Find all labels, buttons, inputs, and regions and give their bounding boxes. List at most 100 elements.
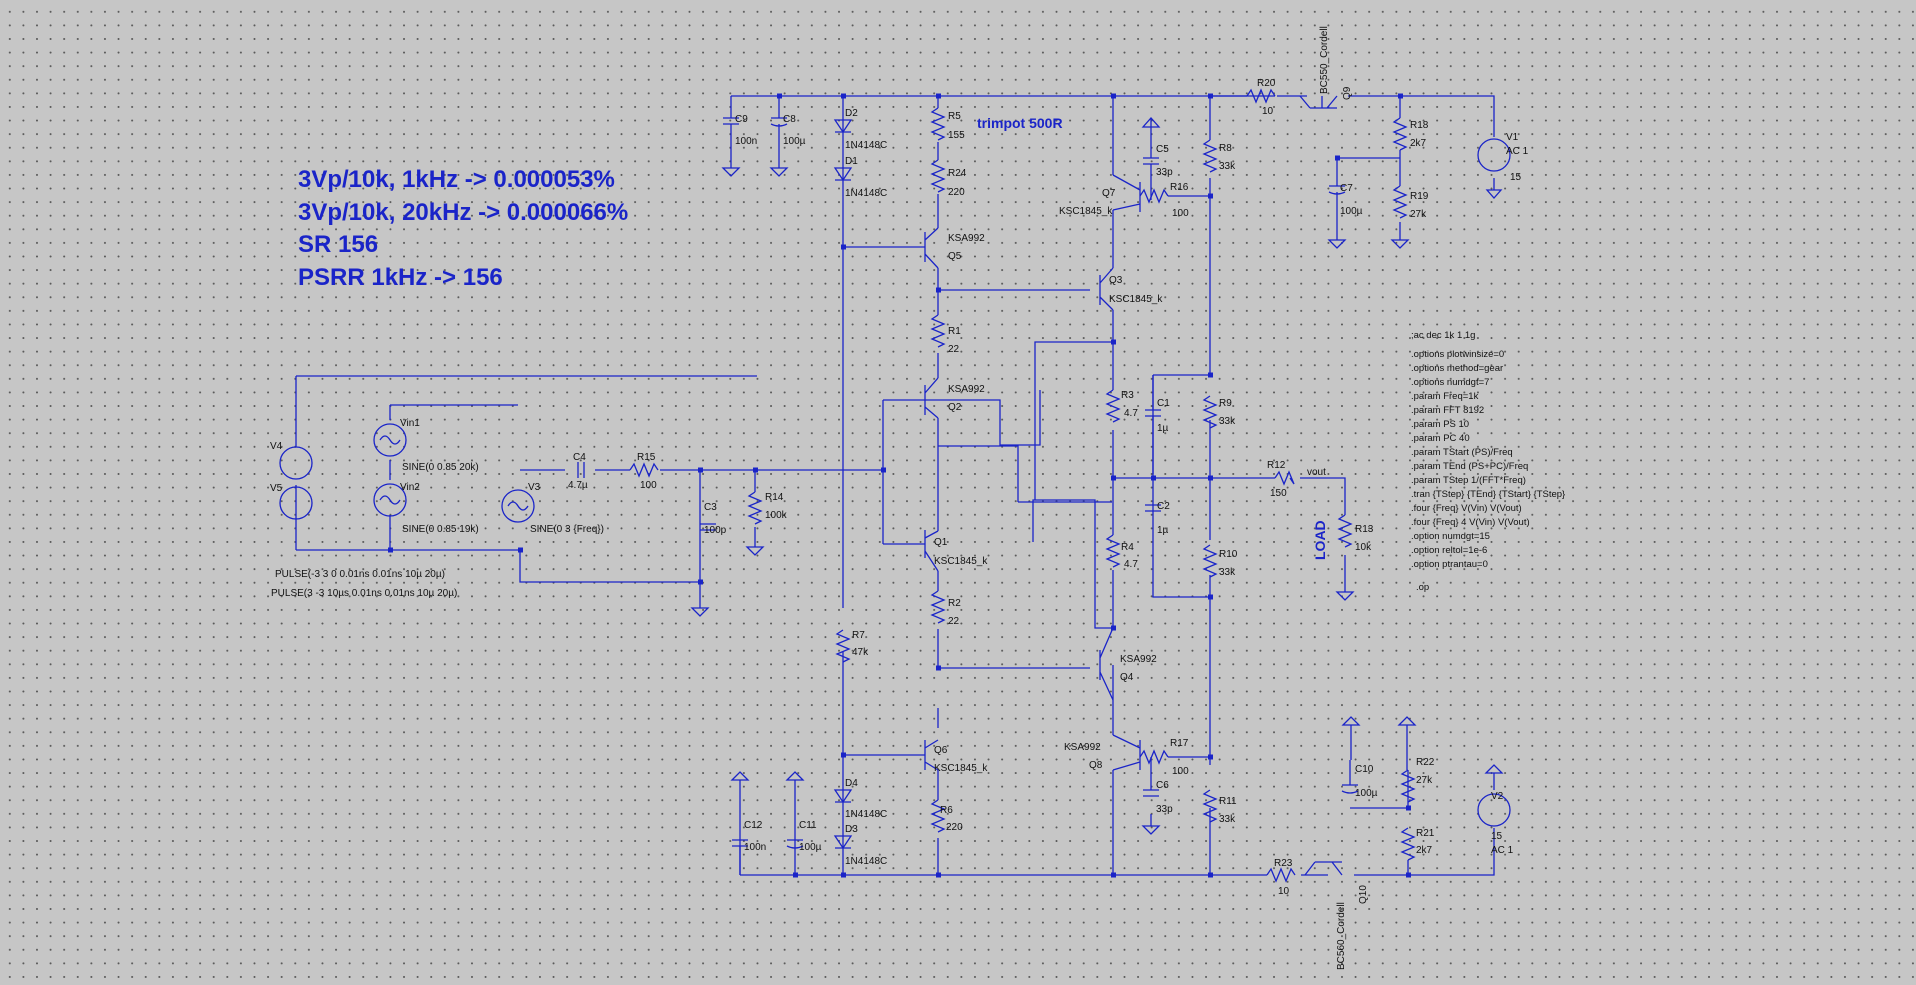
diode-value[interactable]: 1N4148C: [845, 856, 887, 867]
resistor-name[interactable]: R11: [1219, 796, 1237, 807]
transistor-model[interactable]: KSA992: [948, 384, 985, 395]
resistor-value[interactable]: 155: [948, 130, 965, 141]
resistor-name[interactable]: R5: [948, 111, 961, 122]
directive-line[interactable]: .param FFT 8192: [1411, 405, 1484, 416]
resistor-name[interactable]: R3: [1121, 390, 1134, 401]
resistor-name[interactable]: R9: [1219, 398, 1232, 409]
source-name[interactable]: Vin1: [400, 418, 420, 429]
capacitor-name[interactable]: C1: [1157, 398, 1170, 409]
capacitor-value[interactable]: 100µ: [1340, 206, 1363, 217]
resistor-name[interactable]: R8: [1219, 143, 1232, 154]
transistor-name[interactable]: Q9: [1342, 86, 1353, 100]
resistor-value[interactable]: 33k: [1219, 814, 1236, 825]
resistor-value[interactable]: 2k7: [1410, 138, 1427, 149]
source-value[interactable]: PULSE(-3 3 0 0.01ns 0.01ns 10µ 20µ): [275, 569, 445, 580]
resistor-name[interactable]: R23: [1274, 858, 1293, 869]
resistor-value[interactable]: 220: [948, 187, 965, 198]
resistor-name[interactable]: R4: [1121, 542, 1134, 553]
directive-line[interactable]: .param TEnd (PS+PC)/Freq: [1411, 461, 1528, 472]
diode-name[interactable]: D3: [845, 824, 858, 835]
transistor-name[interactable]: Q5: [948, 251, 962, 262]
transistor-model[interactable]: KSC1845_k: [934, 763, 988, 774]
directive-line[interactable]: .param PC 40: [1411, 433, 1470, 444]
resistor-value[interactable]: 22: [948, 344, 960, 355]
resistor-value[interactable]: 4.7: [1124, 559, 1138, 570]
diode-name[interactable]: D2: [845, 108, 858, 119]
resistor-name[interactable]: R22: [1416, 757, 1435, 768]
capacitor-name[interactable]: C4: [573, 452, 586, 463]
resistor-name[interactable]: R10: [1219, 549, 1238, 560]
capacitor-name[interactable]: C12: [744, 820, 763, 831]
transistor-name[interactable]: Q4: [1120, 672, 1134, 683]
capacitor-name[interactable]: C6: [1156, 780, 1169, 791]
source-value[interactable]: SINE(0 0.85 20k): [402, 462, 479, 473]
resistor-value[interactable]: 150: [1270, 488, 1287, 499]
resistor-value[interactable]: 10: [1262, 106, 1274, 117]
capacitor-value[interactable]: 100µ: [1355, 788, 1378, 799]
resistor-name[interactable]: R6: [940, 805, 953, 816]
source-name[interactable]: Vin2: [400, 482, 420, 493]
directive-line[interactable]: .param TStep 1/(FFT*Freq): [1411, 475, 1526, 486]
source-name[interactable]: V4: [270, 441, 283, 452]
source-value[interactable]: 15: [1491, 831, 1503, 842]
spice-directives[interactable]: ;ac dec 1k 1 1g .options plotwinsize=0 .…: [1411, 330, 1565, 593]
capacitor-value[interactable]: 100n: [735, 136, 757, 147]
capacitor-name[interactable]: C9: [735, 114, 748, 125]
capacitor-name[interactable]: C7: [1340, 183, 1353, 194]
resistor-name[interactable]: R13: [1355, 524, 1374, 535]
resistor-name[interactable]: R18: [1410, 120, 1429, 131]
source-name[interactable]: V3: [528, 482, 541, 493]
resistor-value[interactable]: 100: [1172, 208, 1189, 219]
resistor-value[interactable]: 22: [948, 616, 960, 627]
transistor-model[interactable]: BC560_Cordell: [1336, 902, 1347, 970]
resistor-name[interactable]: R17: [1170, 738, 1189, 749]
source-name[interactable]: V1: [1506, 132, 1519, 143]
directive-line[interactable]: .four {Freq} 4 V(Vin) V(Vout): [1411, 517, 1530, 528]
diode-value[interactable]: 1N4148C: [845, 809, 887, 820]
resistor-value[interactable]: 27k: [1416, 775, 1433, 786]
directive-line[interactable]: .options method=gear: [1411, 363, 1503, 374]
resistor-name[interactable]: R14: [765, 492, 784, 503]
transistor-name[interactable]: Q10: [1358, 885, 1369, 904]
capacitor-value[interactable]: 100µ: [799, 842, 822, 853]
directive-line[interactable]: ;ac dec 1k 1 1g: [1411, 330, 1475, 341]
capacitor-name[interactable]: C10: [1355, 764, 1374, 775]
transistor-name[interactable]: Q8: [1089, 760, 1103, 771]
transistor-name[interactable]: Q3: [1109, 275, 1123, 286]
capacitor-value[interactable]: 100n: [744, 842, 766, 853]
directive-line[interactable]: .option reltol=1e-6: [1411, 545, 1487, 556]
resistor-name[interactable]: R21: [1416, 828, 1435, 839]
resistor-name[interactable]: R24: [948, 168, 967, 179]
source-value[interactable]: SINE(0 3 {Freq}): [530, 524, 604, 535]
directive-line[interactable]: .op: [1416, 582, 1429, 593]
directive-line[interactable]: .four {Freq} V(Vin) V(Vout): [1411, 503, 1522, 514]
resistor-value[interactable]: 100: [640, 480, 657, 491]
resistor-name[interactable]: R15: [637, 452, 656, 463]
transistor-model[interactable]: KSC1845_k: [1059, 206, 1113, 217]
directive-line[interactable]: .options numdgt=7: [1411, 377, 1489, 388]
resistor-name[interactable]: R16: [1170, 182, 1189, 193]
transistor-model[interactable]: BC550_Cordell: [1319, 26, 1330, 94]
capacitor-value[interactable]: 100µ: [783, 136, 806, 147]
source-value[interactable]: SINE(0 0.85 19k): [402, 524, 479, 535]
resistor-value[interactable]: 100: [1172, 766, 1189, 777]
source-value[interactable]: PULSE(3 -3 10µs 0.01ns 0.01ns 10µ 20µ): [271, 588, 457, 599]
resistor-name[interactable]: R7: [852, 630, 865, 641]
directive-line[interactable]: .tran {TStep} {TEnd} {TStart} {TStep}: [1411, 489, 1565, 500]
resistor-value[interactable]: 33k: [1219, 161, 1236, 172]
capacitor-value[interactable]: 33p: [1156, 804, 1173, 815]
transistor-model[interactable]: KSA992: [1120, 654, 1157, 665]
directive-line[interactable]: .options plotwinsize=0: [1411, 349, 1504, 360]
resistor-value[interactable]: 4.7: [1124, 408, 1138, 419]
resistor-name[interactable]: R2: [948, 598, 961, 609]
capacitor-value[interactable]: 4.7µ: [568, 480, 588, 491]
transistor-model[interactable]: KSC1845_k: [1109, 294, 1163, 305]
directive-line[interactable]: .option numdgt=15: [1411, 531, 1490, 542]
resistor-value[interactable]: 47k: [852, 647, 869, 658]
capacitor-value[interactable]: 1µ: [1157, 525, 1169, 536]
capacitor-value[interactable]: 100p: [704, 525, 727, 536]
directive-line[interactable]: .option ptrantau=0: [1411, 559, 1488, 570]
diode-name[interactable]: D1: [845, 156, 858, 167]
vout-net-label[interactable]: vout: [1307, 467, 1326, 478]
transistor-name[interactable]: Q2: [948, 402, 962, 413]
